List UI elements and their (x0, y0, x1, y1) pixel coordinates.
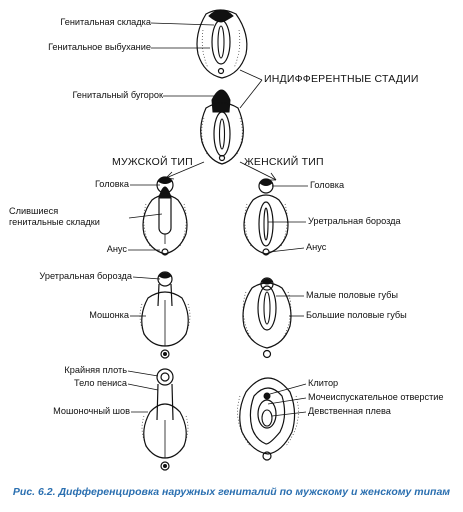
label-genital-swelling: Генитальное выбухание (48, 42, 151, 52)
label-female-head: Головка (310, 180, 345, 190)
label-fused-folds-2: генитальные складки (9, 217, 100, 227)
label-female-urethral-groove: Уретральная борозда (308, 216, 401, 226)
label-female-anus: Анус (306, 242, 327, 252)
label-indifferent-stages: ИНДИФФЕРЕНТНЫЕ СТАДИИ (264, 73, 419, 85)
male-stage-1-drawing (142, 176, 188, 256)
male-stage-3-drawing (141, 368, 189, 471)
male-stage-2-drawing (139, 271, 191, 359)
label-labia-majora: Большие половые губы (306, 310, 407, 320)
female-stage-3-drawing (237, 377, 299, 461)
label-male-anus: Анус (106, 244, 127, 254)
indifferent-stage-1-drawing (196, 9, 248, 79)
label-scrotal-raphe: Мошоночный шов (53, 406, 130, 416)
female-stage-2-drawing (242, 277, 292, 359)
label-genital-fold: Генитальная складка (60, 17, 151, 27)
label-scrotum: Мошонка (89, 310, 129, 320)
arrow-to-male (165, 161, 205, 179)
label-penis-body: Тело пениса (73, 378, 127, 388)
label-labia-minora: Малые половые губы (306, 290, 399, 300)
label-clitoris: Клитор (308, 378, 339, 388)
label-hymen: Девственная плева (308, 406, 391, 416)
label-urethral-opening: Мочеиспускательное отверстие (308, 392, 444, 402)
diagram-drawings (127, 9, 308, 471)
label-foreskin: Крайняя плоть (64, 365, 127, 375)
label-genital-tubercle: Генитальный бугорок (72, 90, 163, 100)
figure-caption: Рис. 6.2. Дифференцировка наружных генит… (12, 486, 451, 498)
label-female-type: ЖЕНСКИЙ ТИП (244, 156, 324, 168)
label-male-urethral-groove: Уретральная борозда (39, 271, 132, 281)
arrow-to-female (239, 161, 277, 181)
indifferent-stage-2-drawing (200, 89, 244, 165)
female-stage-1-drawing (243, 178, 289, 256)
label-fused-folds-1: Слившиеся (9, 206, 59, 216)
label-male-type: МУЖСКОЙ ТИП (112, 156, 193, 168)
label-male-head: Головка (94, 179, 129, 189)
